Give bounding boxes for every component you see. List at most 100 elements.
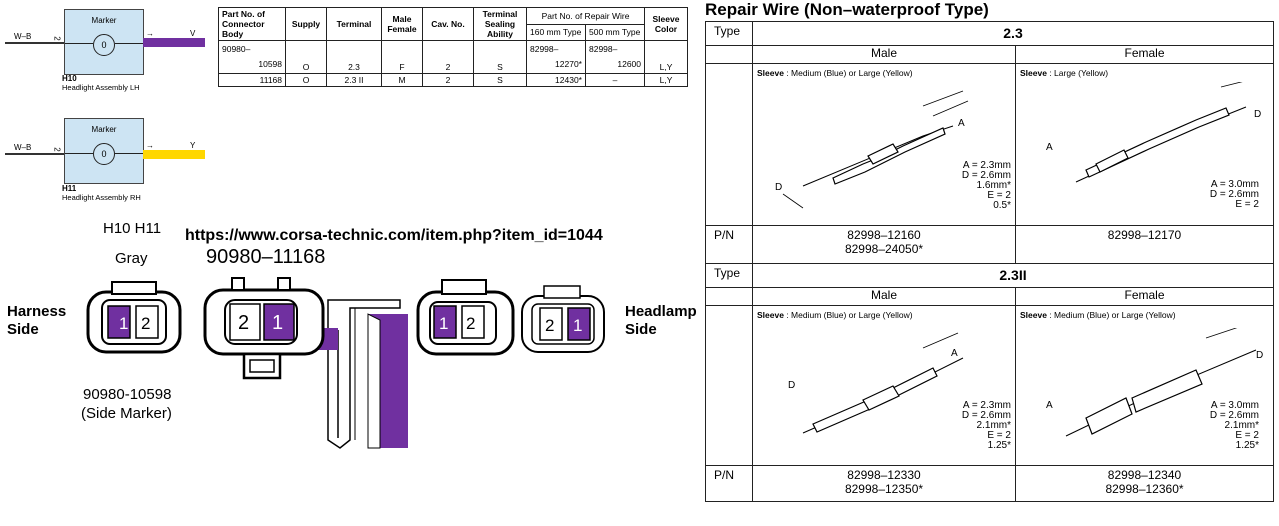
dim-d-label: D bbox=[788, 380, 795, 391]
left-part-number: 90980-10598 bbox=[83, 386, 172, 403]
connector-harness-female bbox=[86, 281, 182, 354]
marker-box-label: Marker bbox=[91, 125, 117, 134]
connector-photo: 1 2 2 1 1 2 2 1 bbox=[86, 277, 605, 449]
header-sealing: Terminal Sealing Ability bbox=[473, 7, 527, 41]
marker-pin: 0 bbox=[93, 143, 115, 165]
wire-out-h10 bbox=[143, 38, 205, 47]
harness-cable bbox=[310, 299, 408, 449]
cell-seal: S bbox=[473, 40, 527, 74]
repair-wire-table: Type 2.3 Male Female Sleeve : Medium (Bl… bbox=[705, 21, 1274, 502]
dim-a-label: A bbox=[951, 348, 958, 359]
pin-label-h10: 2 bbox=[52, 36, 62, 41]
center-part-number: 90980–11168 bbox=[206, 246, 326, 268]
wire-in-h11 bbox=[5, 153, 65, 155]
pn-label: P/N bbox=[705, 465, 753, 502]
table-row: 11168 O 2.3 II M 2 S 12430* – L,Y bbox=[218, 73, 688, 87]
left-part-sub: (Side Marker) bbox=[81, 405, 172, 422]
cell-mf: M bbox=[381, 73, 423, 87]
header-terminal: Terminal bbox=[326, 7, 382, 41]
marker-inner-line bbox=[65, 153, 93, 154]
marker-name-h11: H11 bbox=[62, 184, 77, 193]
source-url: https://www.corsa-technic.com/item.php?i… bbox=[185, 227, 603, 244]
dim-d-label: D bbox=[775, 182, 782, 193]
connector-center-female bbox=[416, 279, 515, 356]
pin-label-h11: 2 bbox=[52, 147, 62, 152]
connector-center-male bbox=[203, 277, 325, 380]
cell-mf: F bbox=[381, 40, 423, 74]
dim-a-label: A bbox=[1046, 142, 1053, 153]
dim-a-label: A bbox=[958, 118, 965, 129]
pin-2-label: 2 bbox=[141, 314, 150, 333]
female-terminal-cell: Sleeve : Large (Yellow) D A A = 3.0mm D … bbox=[1015, 63, 1274, 226]
wire-out-label-h11: Y bbox=[190, 141, 196, 150]
header-repair-wire: Part No. of Repair Wire bbox=[526, 7, 645, 25]
pin-1-label: 1 bbox=[573, 316, 582, 335]
sleeve-note: Sleeve : Medium (Blue) or Large (Yellow) bbox=[1020, 310, 1176, 320]
connector-headlamp-side bbox=[521, 285, 605, 353]
cell-part: 11168 bbox=[218, 73, 286, 87]
male-pn: 82998–12160 bbox=[847, 228, 921, 242]
wire-out-h11 bbox=[143, 150, 205, 159]
sleeve-note: Sleeve : Medium (Blue) or Large (Yellow) bbox=[757, 310, 913, 320]
header-supply: Supply bbox=[285, 7, 327, 41]
header-cav-no: Cav. No. bbox=[422, 7, 474, 41]
cell-r160: 12270* bbox=[555, 59, 582, 69]
male-pn: 82998–12350* bbox=[844, 482, 924, 496]
marker-desc-h10: Headlight Assembly LH bbox=[62, 83, 140, 92]
cell-r160-prefix: 82998– bbox=[530, 44, 559, 54]
wire-arrow: → bbox=[146, 29, 154, 38]
female-terminal-cell: Sleeve : Medium (Blue) or Large (Yellow)… bbox=[1015, 305, 1274, 466]
wire-in-h10 bbox=[5, 42, 65, 44]
male-terminal-cell: Sleeve : Medium (Blue) or Large (Yellow)… bbox=[752, 63, 1016, 226]
male-terminal-cell: Sleeve : Medium (Blue) or Large (Yellow)… bbox=[752, 305, 1016, 466]
table-row: 90980–10598 O 2.3 F 2 S 82998–12270* 829… bbox=[218, 40, 688, 74]
cell-part-prefix: 90980– bbox=[222, 44, 251, 54]
male-pn: 82998–24050* bbox=[844, 242, 924, 256]
cell-seal: S bbox=[473, 73, 527, 87]
male-spec: A = 2.3mm D = 2.6mm 2.1mm* E = 2 1.25* bbox=[961, 400, 1011, 451]
cell-terminal: 2.3 bbox=[326, 40, 382, 74]
dim-a-label: A bbox=[1046, 400, 1053, 411]
marker-name-h10: H10 bbox=[62, 74, 77, 83]
type-value: 2.3 bbox=[752, 21, 1274, 46]
female-header: Female bbox=[1015, 287, 1274, 306]
marker-box-h11: Marker 0 bbox=[64, 118, 144, 184]
marker-box-label: Marker bbox=[91, 16, 117, 25]
cell-r500-prefix: 82998– bbox=[589, 44, 618, 54]
cell-terminal: 2.3 II bbox=[326, 73, 382, 87]
header-male-female: Male Female bbox=[381, 7, 423, 41]
h10-h11-label: H10 H11 bbox=[103, 220, 162, 237]
pn-label: P/N bbox=[705, 225, 753, 264]
cell-sleeve: L,Y bbox=[644, 73, 688, 87]
headlamp-side-label-2: Side bbox=[625, 321, 657, 338]
type-label: Type bbox=[705, 21, 753, 46]
female-spec: A = 3.0mm D = 2.6mm 2.1mm* E = 2 1.25* bbox=[1209, 400, 1259, 451]
pin-1-label: 1 bbox=[119, 314, 128, 333]
pin-2-label: 2 bbox=[238, 312, 249, 334]
harness-side-label-1: Harness bbox=[7, 303, 67, 320]
marker-inner-line bbox=[65, 43, 93, 44]
cell-r500: 12600 bbox=[617, 59, 641, 69]
wire-in-label-h11: W–B bbox=[14, 143, 32, 152]
header-500: 500 mm Type bbox=[585, 23, 645, 41]
repair-wire-title: Repair Wire (Non–waterproof Type) bbox=[705, 0, 989, 19]
male-spec: A = 2.3mm D = 2.6mm 1.6mm* E = 2 0.5* bbox=[961, 160, 1011, 211]
female-pn: 82998–12170 bbox=[1107, 228, 1182, 242]
pin-2-label: 2 bbox=[545, 316, 554, 335]
cell-supply: O bbox=[285, 40, 327, 74]
female-pn: 82998–12360* bbox=[1105, 482, 1184, 496]
wire-out-label-h10: V bbox=[190, 29, 196, 38]
header-part-no: Part No. of Connector Body bbox=[218, 7, 286, 41]
harness-side-label-2: Side bbox=[7, 321, 39, 338]
marker-box-h10: Marker 0 bbox=[64, 9, 144, 75]
dim-d-label: D bbox=[1256, 350, 1263, 361]
female-header: Female bbox=[1015, 45, 1274, 64]
male-header: Male bbox=[752, 45, 1016, 64]
wire-arrow: → bbox=[146, 141, 154, 150]
cell-supply: O bbox=[285, 73, 327, 87]
cell-r500: – bbox=[585, 73, 645, 87]
male-pn: 82998–12330 bbox=[847, 468, 921, 482]
pin-1-label: 1 bbox=[272, 312, 283, 334]
cell-cav: 2 bbox=[422, 40, 474, 74]
cell-sleeve: L,Y bbox=[644, 40, 688, 74]
